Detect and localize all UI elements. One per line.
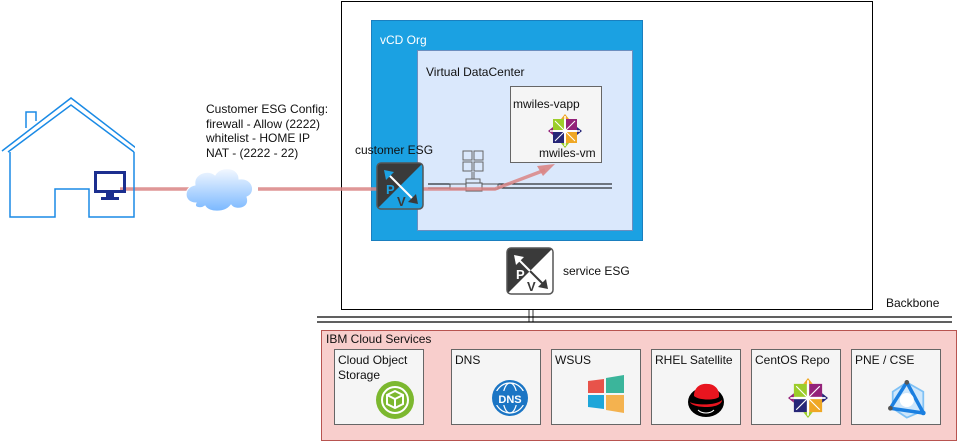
centos-vm-icon[interactable] — [548, 114, 582, 148]
service-label: DNS — [455, 353, 481, 367]
vcd-org-label: vCD Org — [380, 33, 427, 47]
vapp-label: mwiles-vapp — [513, 97, 580, 111]
home-house-icon — [1, 97, 135, 218]
config-note-title: Customer ESG Config: — [206, 102, 329, 116]
service-card-pne-cse[interactable]: PNE / CSE — [851, 349, 941, 425]
service-card-wsus[interactable]: WSUS — [551, 349, 641, 425]
service-card-centos-repo[interactable]: CentOS Repo — [751, 349, 841, 425]
service-label: CentOS Repo — [755, 353, 830, 367]
vswitch-icon[interactable] — [449, 150, 499, 192]
service-esg-node[interactable]: P V — [506, 247, 554, 295]
windows-logo-icon — [588, 375, 624, 413]
esg-p-letter: P — [386, 182, 395, 197]
config-note-firewall: firewall - Allow (2222) — [206, 116, 321, 131]
customer-esg-config-note: Customer ESG Config: firewall - Allow (2… — [206, 102, 328, 160]
home-computer-monitor-icon[interactable] — [94, 171, 126, 201]
object-storage-icon — [376, 381, 414, 419]
backbone-label: Backbone — [886, 296, 940, 310]
esg-v-letter: V — [397, 194, 406, 209]
config-note-nat: NAT - (2222 - 22) — [206, 145, 299, 160]
service-label: Cloud Object Storage — [338, 353, 408, 382]
ibm-cloud-services-title: IBM Cloud Services — [326, 332, 432, 346]
service-card-cloud-object-storage[interactable]: Cloud Object Storage — [334, 349, 424, 425]
dns-globe-icon: DNS — [492, 380, 528, 416]
service-label: PNE / CSE — [855, 353, 915, 367]
service-label: RHEL Satellite — [655, 353, 733, 367]
svg-text:DNS: DNS — [498, 394, 521, 406]
config-note-whitelist: whitelist - HOME IP — [206, 131, 311, 145]
internet-cloud-icon — [185, 168, 254, 212]
redhat-logo-icon — [688, 383, 724, 417]
edge-gateway-icon: P V — [506, 247, 554, 295]
esg-v-letter: V — [527, 279, 536, 294]
virtual-datacenter-label: Virtual DataCenter — [426, 65, 525, 79]
vm-label: mwiles-vm — [539, 146, 596, 160]
service-card-rhel-satellite[interactable]: RHEL Satellite — [651, 349, 741, 425]
centos-logo-icon — [788, 378, 828, 418]
customer-esg-node[interactable]: P V — [376, 162, 424, 210]
service-esg-label: service ESG — [563, 264, 630, 278]
customer-esg-label: customer ESG — [355, 143, 434, 157]
edge-gateway-icon: P V — [376, 162, 424, 210]
esg-p-letter: P — [516, 267, 525, 282]
service-label: WSUS — [555, 353, 591, 367]
network-polygon-icon — [888, 380, 926, 419]
ssh-traffic-path — [120, 168, 546, 191]
service-card-dns[interactable]: DNS DNS — [451, 349, 541, 425]
traffic-arrow-head-icon — [537, 164, 555, 176]
